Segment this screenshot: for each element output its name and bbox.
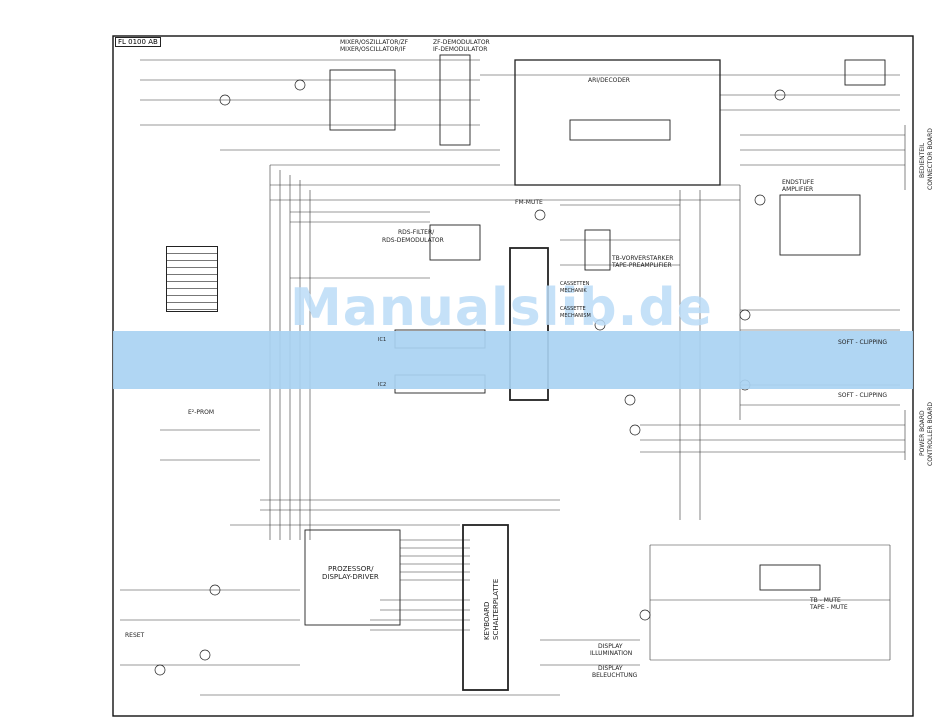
label-ic2: IC2: [378, 382, 387, 388]
label-fm-mute: FM-MUTE: [515, 199, 543, 206]
label-connector-a: BEDIENTEIL: [919, 142, 926, 178]
label-connector-b: POWER BOARD: [919, 410, 926, 456]
label-keyboard2: SCHALTERPLATTE: [492, 578, 500, 640]
pin-table: [166, 246, 218, 312]
label-mixer: MIXER/OSZILLATOR/ZF: [340, 39, 409, 46]
label-endstufe: ENDSTUFE: [782, 179, 815, 186]
label-display-ill2: ILLUMINATION: [590, 650, 633, 657]
label-tb-mute: TB - MUTE: [810, 597, 841, 604]
label-rds: RDS-FILTER/: [398, 229, 435, 236]
label-keyboard: KEYBOARD: [483, 601, 491, 640]
label-cassette2: MECHANIK: [560, 288, 587, 294]
label-rds2: RDS-DEMODULATOR: [382, 237, 444, 244]
label-ic1: IC1: [378, 337, 387, 343]
label-tape-pre-en: TAPE-PREAMPLIFIER: [612, 262, 672, 269]
label-cassette-b: CASSETTE: [560, 306, 586, 312]
label-cassette-b2: MECHANISM: [560, 313, 591, 319]
label-cassette: CASSETTEN: [560, 281, 590, 287]
label-display-ill: DISPLAY: [598, 643, 623, 650]
label-reset: RESET: [125, 632, 145, 639]
label-processor: PROZESSOR/: [328, 565, 374, 573]
label-demod-en: IF-DEMODULATOR: [433, 46, 488, 53]
components: [154, 79, 786, 676]
label-processor2: DISPLAY-DRIVER: [322, 573, 379, 581]
label-display-bel2: BELEUCHTUNG: [592, 672, 638, 679]
label-arc: ARI/DECODER: [588, 77, 630, 84]
label-tape-mute: TAPE - MUTE: [810, 604, 848, 611]
frame-label: FL 0100 AB: [115, 37, 161, 47]
label-demod: ZF-DEMODULATOR: [433, 39, 490, 46]
label-soft-clip-2: SOFT - CLIPPING: [838, 392, 887, 399]
label-eeprom: E²-PROM: [188, 409, 215, 416]
label-soft-clip-1: SOFT - CLIPPING: [838, 339, 887, 346]
watermark-text: Manualslib.de: [290, 278, 713, 338]
label-endstufe2: AMPLIFIER: [782, 186, 814, 193]
label-connector-a2: CONNECTOR BOARD: [927, 128, 934, 190]
watermark-band: [113, 331, 913, 389]
label-mixer-en: MIXER/OSCILLATOR/IF: [340, 46, 406, 53]
label-connector-b2: CONTROLLER BOARD: [927, 401, 934, 466]
label-tape-pre: TB-VORVERSTARKER: [612, 255, 674, 262]
label-display-bel: DISPLAY: [598, 665, 623, 672]
